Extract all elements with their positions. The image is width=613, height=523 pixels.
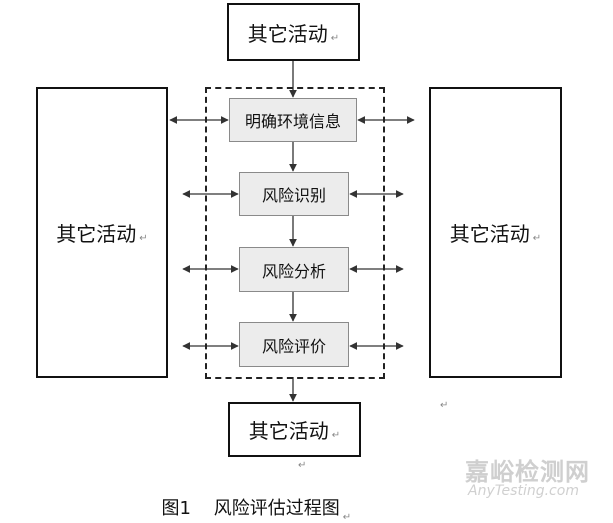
paragraph-mark: ↵ — [532, 233, 542, 244]
other-activity-left-label: 其它活动 — [56, 222, 137, 246]
other-activity-bottom-label: 其它活动 — [248, 419, 329, 443]
paragraph-mark: ↵ — [330, 32, 340, 44]
step-establish-context-label: 明确环境信息 — [244, 112, 341, 131]
other-activity-left: 其它活动↵ — [36, 87, 168, 378]
paragraph-mark: ↵ — [331, 430, 341, 441]
paragraph-mark: ↵ — [298, 460, 307, 471]
watermark-english: AnyTesting.com — [468, 483, 579, 499]
step-risk-analysis: 风险分析 — [239, 247, 349, 292]
step-risk-evaluation: 风险评价 — [239, 322, 349, 367]
step-risk-identification-label: 风险识别 — [261, 186, 326, 205]
other-activity-right-label: 其它活动 — [449, 222, 530, 246]
step-establish-context: 明确环境信息 — [229, 98, 357, 142]
other-activity-top-label: 其它活动 — [247, 21, 328, 46]
figure-caption-text: 图1 风险评估过程图 — [161, 498, 340, 519]
other-activity-top: 其它活动↵ — [227, 3, 360, 61]
connector-layer — [169, 61, 415, 402]
step-risk-evaluation-label: 风险评价 — [261, 336, 326, 356]
paragraph-mark: ↵ — [342, 512, 352, 523]
other-activity-bottom: 其它活动↵ — [228, 402, 361, 457]
other-activity-right: 其它活动↵ — [429, 87, 562, 378]
risk-assessment-dashed-frame — [205, 87, 385, 379]
paragraph-mark: ↵ — [139, 233, 148, 244]
step-risk-identification: 风险识别 — [239, 172, 349, 216]
paragraph-mark: ↵ — [440, 400, 449, 411]
step-risk-analysis-label: 风险分析 — [261, 261, 326, 281]
figure-caption: 图1 风险评估过程图↵ — [150, 473, 352, 523]
watermark-chinese: 嘉峪检测网 — [465, 458, 590, 486]
